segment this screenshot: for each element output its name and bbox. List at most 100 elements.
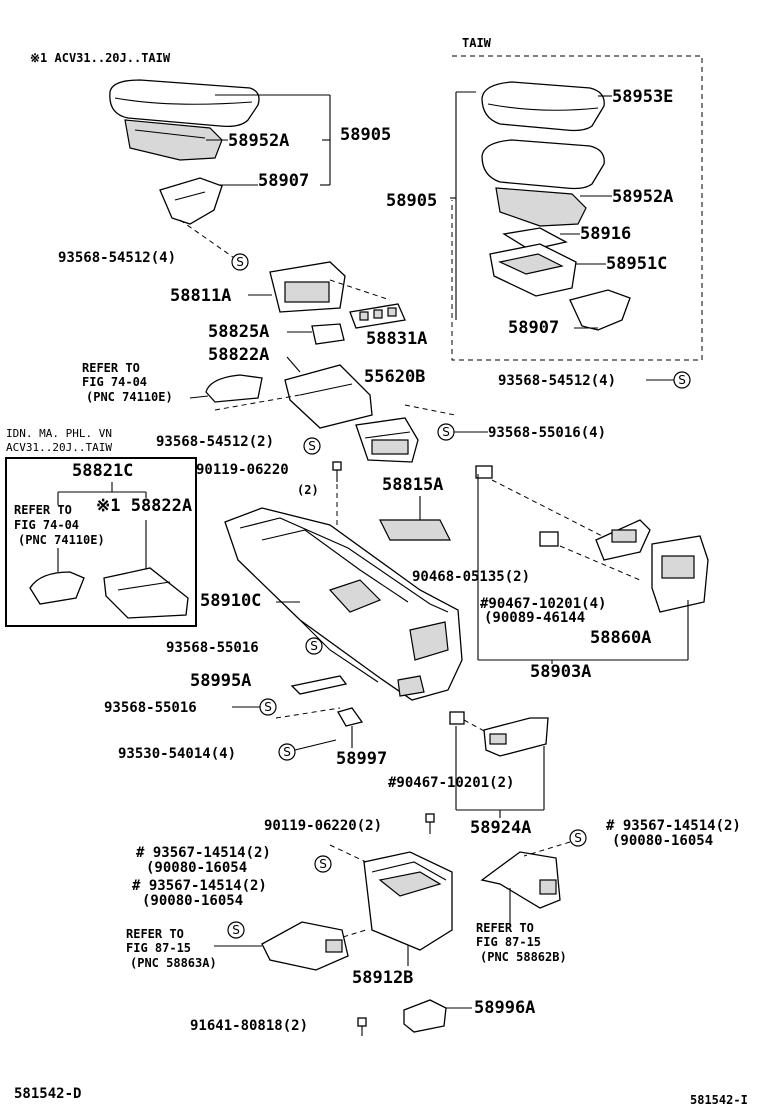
screw-symbol (231, 253, 249, 271)
console-box-58912B (363, 851, 453, 951)
part-90080-16054-r: (90080-16054 (612, 833, 713, 849)
taiw-part-58907[interactable]: 58907 (508, 318, 559, 338)
screw-symbol (278, 743, 296, 761)
clip-small (475, 465, 493, 479)
ref-1-b: FIG 74-04 (82, 375, 147, 389)
screw-symbol (673, 371, 691, 389)
inset-part-58821C[interactable]: 58821C (72, 461, 133, 481)
part-90119-06220-2[interactable]: 90119-06220(2) (264, 818, 382, 834)
ref-4-a: REFER TO (476, 921, 534, 935)
ref-2-a: REFER TO (14, 503, 72, 517)
part-58907[interactable]: 58907 (258, 171, 309, 191)
part-58995A[interactable]: 58995A (190, 671, 251, 691)
taiw-part-58905[interactable]: 58905 (386, 191, 437, 211)
bolt-icon (332, 461, 342, 482)
part-58811A[interactable]: 58811A (170, 286, 231, 306)
ref-3-b: FIG 87-15 (126, 941, 191, 955)
part-58952A[interactable]: 58952A (228, 131, 289, 151)
part-90089-46144: (90089-46144 (484, 610, 585, 626)
leader-dashed (329, 279, 391, 301)
taiw-part-58951C[interactable]: 58951C (606, 254, 667, 274)
screw-symbol-label: S (264, 700, 272, 714)
part-58924A[interactable]: 58924A (470, 818, 531, 838)
part-93568-55016-4[interactable]: 93568-55016(4) (488, 425, 606, 441)
hinge-58907 (159, 177, 223, 225)
part-58910C[interactable]: 58910C (200, 591, 261, 611)
switch-bezel-58811A (269, 261, 346, 313)
ref-3-a: REFER TO (126, 927, 184, 941)
inset-tray (103, 567, 189, 619)
ashtray-55620B (355, 417, 419, 463)
part-58905[interactable]: 58905 (340, 125, 391, 145)
part-93568-54512-2[interactable]: 93568-54512(2) (156, 434, 274, 450)
screw-symbol-label: S (574, 831, 582, 845)
header-note-1: ※1 ACV31..20J..TAIW (30, 51, 171, 65)
side-cover-58924A (483, 717, 549, 757)
screw-symbol-label: S (308, 439, 316, 453)
part-58831A[interactable]: 58831A (366, 329, 427, 349)
taiw-base (495, 187, 587, 227)
switch-panel-58831A (349, 303, 406, 329)
part-55620B[interactable]: 55620B (364, 367, 425, 387)
part-58903A[interactable]: 58903A (530, 662, 591, 682)
part-58997[interactable]: 58997 (336, 749, 387, 769)
ref-3-c: (PNC 58863A) (130, 956, 217, 970)
header-note-idn: IDN. MA. PHL. VN (6, 427, 112, 440)
taiw-part-58953E[interactable]: 58953E (612, 87, 673, 107)
part-90467-10201-2[interactable]: #90467-10201(2) (388, 775, 514, 791)
bracket-58997 (337, 707, 364, 727)
part-93568-55016-a[interactable]: 93568-55016 (166, 640, 259, 656)
inset-part-58822A[interactable]: ※1 58822A (96, 496, 192, 516)
header-taiw: TAIW (462, 36, 492, 50)
screw-symbol-label: S (310, 639, 318, 653)
bolt-icon (425, 813, 435, 834)
screw-symbol-label: S (442, 425, 450, 439)
clip-58924A (449, 711, 465, 725)
taiw-part-58952A[interactable]: 58952A (612, 187, 673, 207)
leader (286, 356, 301, 373)
cup-holder-ref (205, 374, 263, 403)
taiw-box-58951C (489, 243, 577, 297)
ref-4-c: (PNC 58862B) (480, 950, 567, 964)
part-90080-16054-l1: (90080-16054 (146, 860, 247, 876)
screw-symbol-label: S (232, 923, 240, 937)
bracket-left (261, 921, 349, 971)
part-58822A[interactable]: 58822A (208, 345, 269, 365)
clip-medium (539, 531, 559, 547)
taiw-tray-58916 (502, 227, 568, 251)
leader (294, 739, 337, 751)
taiw-part-93568-54512-4[interactable]: 93568-54512(4) (498, 373, 616, 389)
ref-2-c: (PNC 74110E) (18, 533, 105, 547)
part-93568-54512-4[interactable]: 93568-54512(4) (58, 250, 176, 266)
screw-symbol (227, 921, 245, 939)
part-58912B[interactable]: 58912B (352, 968, 413, 988)
part-90468-05135[interactable]: 90468-05135(2) (412, 569, 530, 585)
console-body-58910C (224, 507, 463, 701)
part-93567-14514-l1[interactable]: # 93567-14514(2) (136, 845, 271, 861)
inset-box (5, 457, 197, 627)
part-58996A[interactable]: 58996A (474, 998, 535, 1018)
part-93530-54014[interactable]: 93530-54014(4) (118, 746, 236, 762)
part-58860A[interactable]: 58860A (590, 628, 651, 648)
screw-symbol (569, 829, 587, 847)
leader (189, 395, 209, 399)
leader-dashed (404, 404, 456, 416)
screw-symbol (305, 637, 323, 655)
part-58825A[interactable]: 58825A (208, 322, 269, 342)
part-93567-14514-r[interactable]: # 93567-14514(2) (606, 818, 741, 834)
header-note-idn-2: ACV31..20J..TAIW (6, 441, 112, 454)
part-90119-06220[interactable]: 90119-06220 (196, 462, 289, 478)
ref-1-a: REFER TO (82, 361, 140, 375)
part-93567-14514-l2[interactable]: # 93567-14514(2) (132, 878, 267, 894)
part-93568-55016-b[interactable]: 93568-55016 (104, 700, 197, 716)
part-90467-10201-4[interactable]: #90467-10201(4) (480, 596, 606, 612)
part-58815A[interactable]: 58815A (382, 475, 443, 495)
part-91641-80818[interactable]: 91641-80818(2) (190, 1018, 308, 1034)
cover-58825A (311, 323, 345, 345)
bracket-58995A (290, 675, 348, 695)
part-90119-06220-qty: (2) (297, 483, 319, 497)
taiw-part-58916[interactable]: 58916 (580, 224, 631, 244)
bracket-right (480, 851, 561, 909)
taiw-lid (481, 81, 605, 132)
ref-1-c: (PNC 74110E) (86, 390, 173, 404)
